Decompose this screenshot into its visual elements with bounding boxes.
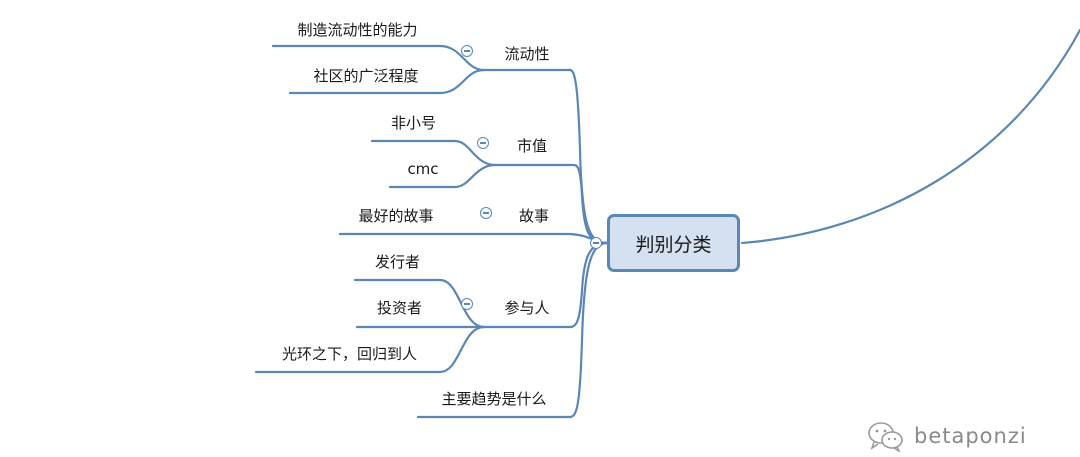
connector-liquidity-c1 xyxy=(438,44,486,72)
watermark: betaponzi xyxy=(866,420,1027,452)
connector-marketcap-c1 xyxy=(453,139,497,167)
connector-participants-c3 xyxy=(438,325,486,374)
leaf-participants-1[interactable]: 发行者 xyxy=(374,253,420,271)
branch-liquidity[interactable]: 流动性 xyxy=(504,45,550,63)
branch-trend[interactable]: 主要趋势是什么 xyxy=(441,390,547,408)
connector-liquidity xyxy=(568,68,609,245)
connector-liquidity-c2 xyxy=(438,68,486,95)
connector-trend xyxy=(568,241,609,419)
branch-participants[interactable]: 参与人 xyxy=(504,299,550,317)
leaf-participants-3[interactable]: 光环之下，回归到人 xyxy=(281,345,417,363)
leaf-liquidity-2[interactable]: 社区的广泛程度 xyxy=(313,67,419,85)
connector-offscreen xyxy=(740,28,1080,245)
root-node-label: 判别分类 xyxy=(635,233,712,256)
liquidity-collapse-toggle[interactable] xyxy=(461,45,473,57)
branch-story[interactable]: 故事 xyxy=(518,207,549,225)
marketcap-collapse-toggle[interactable] xyxy=(477,137,489,149)
participants-collapse-toggle[interactable] xyxy=(461,298,473,310)
leaf-participants-2[interactable]: 投资者 xyxy=(376,299,422,317)
watermark-text: betaponzi xyxy=(914,424,1027,448)
connector-participants xyxy=(568,241,609,329)
root-collapse-toggle[interactable] xyxy=(590,237,602,249)
branch-marketcap[interactable]: 市值 xyxy=(516,137,547,155)
leaf-liquidity-1[interactable]: 制造流动性的能力 xyxy=(297,21,418,39)
wechat-logo-icon xyxy=(868,422,903,452)
leaf-marketcap-1[interactable]: 非小号 xyxy=(390,114,436,132)
root-node[interactable]: 判别分类 xyxy=(607,214,740,272)
leaf-story-1[interactable]: 最好的故事 xyxy=(358,207,434,225)
connector-marketcap xyxy=(568,163,609,245)
story-collapse-toggle[interactable] xyxy=(480,207,492,219)
connector-marketcap-c2 xyxy=(453,163,497,189)
leaf-marketcap-2[interactable]: cmc xyxy=(407,160,439,178)
